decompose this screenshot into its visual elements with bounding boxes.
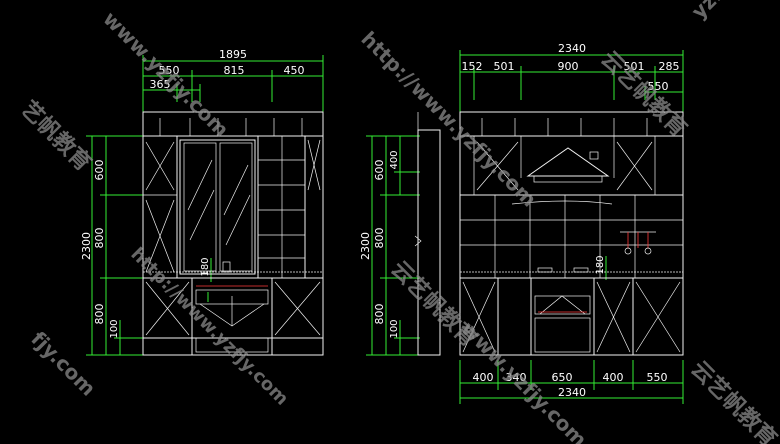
right-width-seg2: 501: [494, 60, 515, 73]
left-elevation: 1895 550 815 450 365 2300 600 800 800 10…: [80, 48, 324, 356]
left-cabinet-linework: [142, 111, 324, 356]
right-total-height: 2300: [359, 232, 372, 260]
left-width-seg3: 450: [284, 64, 305, 77]
right-bottom-dimensions: [459, 360, 684, 404]
right-cabinet-linework: [414, 111, 684, 356]
right-bottom-seg4: 400: [603, 371, 624, 384]
right-bottom-seg5: 550: [647, 371, 668, 384]
right-top-dimensions: [459, 50, 684, 118]
watermark-site-6: yzfjy: [687, 0, 742, 24]
left-height-small: 100: [109, 319, 120, 338]
right-width-sub: 550: [648, 80, 669, 93]
left-width-sub1: 365: [150, 78, 171, 91]
left-top-dimensions: [142, 55, 324, 118]
right-height-lower: 800: [373, 304, 386, 325]
right-width-seg5: 285: [659, 60, 680, 73]
right-side-dimensions: [366, 135, 420, 356]
right-height-small: 100: [389, 319, 400, 338]
right-height-inner: 400: [389, 150, 400, 169]
right-bottom-seg2: 340: [506, 371, 527, 384]
left-total-height: 2300: [80, 232, 93, 260]
right-height-middle: 800: [373, 228, 386, 249]
right-bottom-seg3: 650: [552, 371, 573, 384]
watermark-site-2: http://www.yzfjy.com: [356, 27, 541, 212]
left-tap-height: 180: [200, 257, 211, 276]
right-bottom-seg1: 400: [473, 371, 494, 384]
left-total-width: 1895: [219, 48, 247, 61]
left-height-lower: 800: [93, 304, 106, 325]
left-side-dimensions: [86, 135, 143, 356]
left-width-seg2: 815: [224, 64, 245, 77]
right-height-upper: 600: [373, 160, 386, 181]
right-width-seg3: 900: [558, 60, 579, 73]
watermark-brand-4: 云艺帆教育: [686, 356, 780, 444]
right-tap-height: 180: [595, 255, 606, 274]
right-elevation: 2340 152 501 900 501 285 550 2300 600 40…: [359, 42, 684, 404]
watermark-site-1: www.yzfjy.com: [98, 7, 233, 142]
right-bottom-total: 2340: [558, 386, 586, 399]
left-height-upper: 600: [93, 160, 106, 181]
right-total-width: 2340: [558, 42, 586, 55]
watermark-brand-1: 艺帆教育: [16, 96, 97, 177]
left-width-seg1: 550: [159, 64, 180, 77]
watermark-site-5: fjy.com: [26, 327, 100, 401]
right-width-seg1: 152: [462, 60, 483, 73]
left-height-middle: 800: [93, 228, 106, 249]
right-width-seg4: 501: [624, 60, 645, 73]
